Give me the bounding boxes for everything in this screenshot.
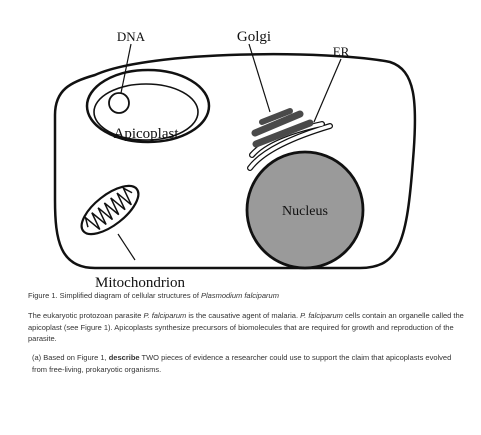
apicoplast-label: Apicoplast [114, 126, 180, 142]
para-species-2: P. falciparum [300, 311, 343, 320]
mitochondrion [80, 184, 140, 236]
er-pointer [313, 58, 342, 123]
dna-pointer [120, 43, 132, 94]
question-verb: describe [108, 353, 140, 362]
caption-species: Plasmodium falciparum [201, 291, 279, 300]
question-text-1: (a) Based on Figure 1, [32, 353, 109, 362]
question-a: (a) Based on Figure 1, describe TWO piec… [32, 352, 468, 375]
para-text-2: is the causative agent of malaria. [186, 311, 301, 320]
dna-label: DNA [117, 29, 146, 44]
question-text-2: TWO pieces of evidence a researcher coul… [32, 353, 452, 374]
golgi-label: Golgi [237, 29, 271, 45]
para-species-1: P. falciparum [143, 311, 187, 320]
intro-paragraph: The eukaryotic protozoan parasite P. fal… [28, 310, 468, 345]
apicoplast-dna [108, 92, 130, 114]
nucleus [245, 150, 365, 270]
golgi-pointer [248, 43, 271, 113]
nucleus-label: Nucleus [282, 204, 328, 219]
cell-membrane [53, 52, 417, 270]
cell-diagram: DNA Golgi ER Apicoplast Nucleus Mitochon… [53, 29, 417, 291]
figure-caption: Figure 1. Simplified diagram of cellular… [28, 291, 468, 300]
caption-text: Figure 1. Simplified diagram of cellular… [28, 291, 201, 300]
mitochondrion-pointer [117, 233, 136, 261]
para-text-3: cells contain an organelle called the ap… [28, 311, 464, 343]
apicoplast [85, 68, 211, 144]
golgi-apparatus [251, 108, 314, 148]
er-label: ER [333, 44, 350, 59]
mitochondrion-label: Mitochondrion [95, 275, 185, 291]
para-text-1: The eukaryotic protozoan parasite [28, 311, 144, 320]
